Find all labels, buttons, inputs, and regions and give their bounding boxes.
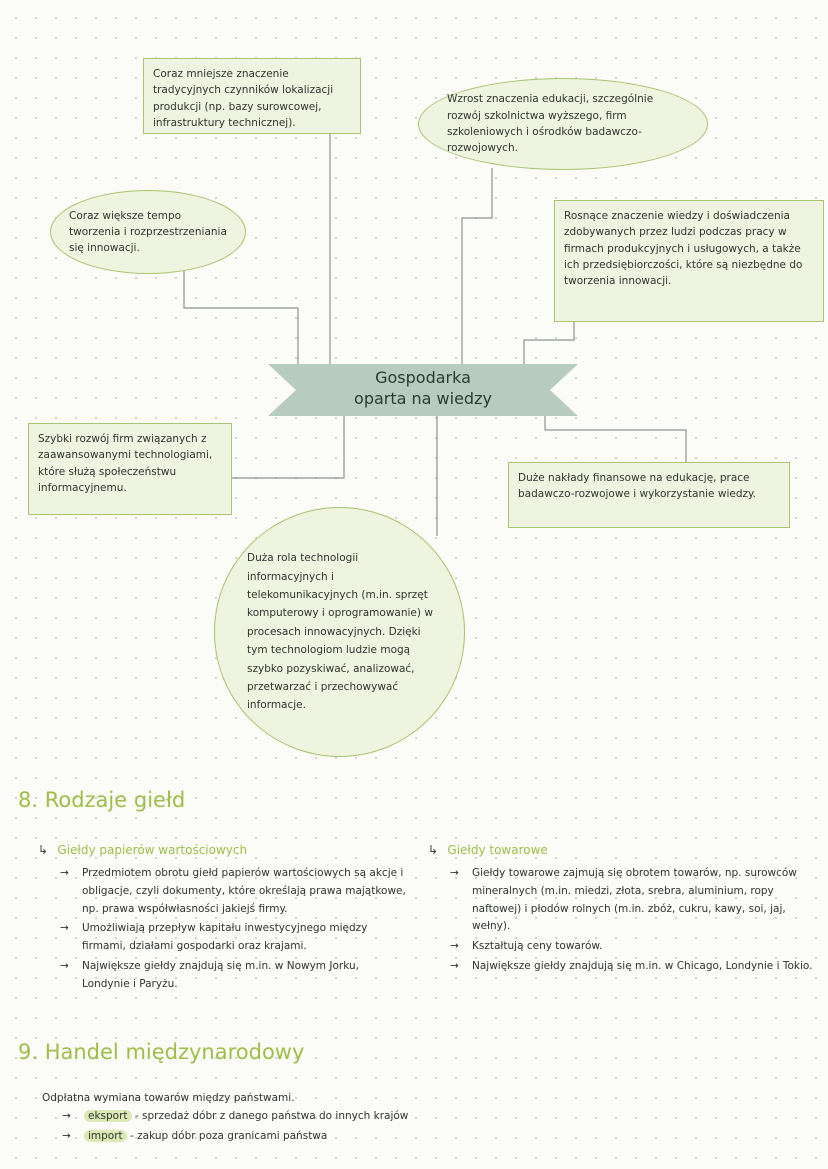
section-8-title: 8. Rodzaje giełd xyxy=(18,788,186,812)
node-innovation-pace-text: Coraz większe tempo tworzenia i rozprzes… xyxy=(69,209,227,255)
node-high-tech-text: Szybki rozwój firm związanych z zaawanso… xyxy=(38,433,213,494)
commodity-exchanges-column: ↳ Giełdy towarowe →Giełdy towarowe zajmu… xyxy=(428,840,818,978)
arrow-bullet-icon: → xyxy=(60,960,69,973)
central-topic: Gospodarka oparta na wiedzy xyxy=(268,367,578,409)
list-item: →Największe giełdy znajdują się m.in. w … xyxy=(60,960,359,990)
list-item: →Umożliwiają przepływ kapitału inwestycy… xyxy=(60,922,368,953)
trade-intro: Odpłatna wymiana towarów między państwam… xyxy=(42,1092,295,1104)
node-education: Wzrost znaczenia edukacji, szczególnie r… xyxy=(418,78,708,170)
trade-section: Odpłatna wymiana towarów między państwam… xyxy=(42,1090,642,1148)
arrow-bullet-icon: → xyxy=(60,922,69,935)
arrow-bullet-icon: → xyxy=(450,940,459,953)
subsection-arrow-icon: ↳ xyxy=(38,843,49,857)
node-ict-text: Duża rola technologii informacyjnych i t… xyxy=(247,552,433,712)
subsection-arrow-icon: ↳ xyxy=(428,843,439,857)
node-funding-text: Duże nakłady finansowe na edukację, prac… xyxy=(518,472,757,501)
central-topic-line2: oparta na wiedzy xyxy=(354,389,492,408)
central-topic-line1: Gospodarka xyxy=(375,368,471,387)
central-topic-banner: Gospodarka oparta na wiedzy xyxy=(268,362,578,418)
term-export-desc: - sprzedaż dóbr z danego państwa do inny… xyxy=(134,1109,409,1122)
node-high-tech: Szybki rozwój firm związanych z zaawanso… xyxy=(28,423,232,515)
mindmap-connectors xyxy=(183,134,687,536)
arrow-bullet-icon: → xyxy=(450,866,459,879)
section-9-title: 9. Handel międzynarodowy xyxy=(18,1040,305,1064)
stock-exchanges-heading: Giełdy papierów wartościowych xyxy=(57,843,248,857)
list-item: → import - zakup dóbr poza granicami pań… xyxy=(62,1128,642,1146)
list-item: →Kształtują ceny towarów. xyxy=(450,938,818,956)
term-import: import xyxy=(84,1129,127,1142)
node-traditional-factors: Coraz mniejsze znaczenie tradycyjnych cz… xyxy=(143,58,361,134)
node-knowledge: Rosnące znaczenie wiedzy i doświadczenia… xyxy=(554,200,824,322)
term-import-desc: - zakup dóbr poza granicami państwa xyxy=(130,1129,328,1142)
node-traditional-factors-text: Coraz mniejsze znaczenie tradycyjnych cz… xyxy=(153,68,334,129)
arrow-bullet-icon: → xyxy=(450,960,459,973)
list-item: →Przedmiotem obrotu giełd papierów warto… xyxy=(60,866,406,915)
node-knowledge-text: Rosnące znaczenie wiedzy i doświadczenia… xyxy=(564,210,803,288)
list-item: →Giełdy towarowe zajmują się obrotem tow… xyxy=(450,866,797,933)
node-ict: Duża rola technologii informacyjnych i t… xyxy=(214,507,465,757)
list-item: → eksport - sprzedaż dóbr z danego państ… xyxy=(62,1108,642,1126)
arrow-bullet-icon: → xyxy=(62,1109,71,1122)
stock-exchanges-column: ↳ Giełdy papierów wartościowych →Przedmi… xyxy=(38,840,408,996)
node-innovation-pace: Coraz większe tempo tworzenia i rozprzes… xyxy=(50,190,246,274)
term-export: eksport xyxy=(84,1109,132,1122)
node-education-text: Wzrost znaczenia edukacji, szczególnie r… xyxy=(447,93,654,155)
node-funding: Duże nakłady finansowe na edukację, prac… xyxy=(508,462,790,528)
arrow-bullet-icon: → xyxy=(60,866,69,879)
list-item: →Największe giełdy znajdują się m.in. w … xyxy=(450,958,818,976)
commodity-exchanges-heading: Giełdy towarowe xyxy=(447,843,548,857)
arrow-bullet-icon: → xyxy=(62,1129,71,1142)
